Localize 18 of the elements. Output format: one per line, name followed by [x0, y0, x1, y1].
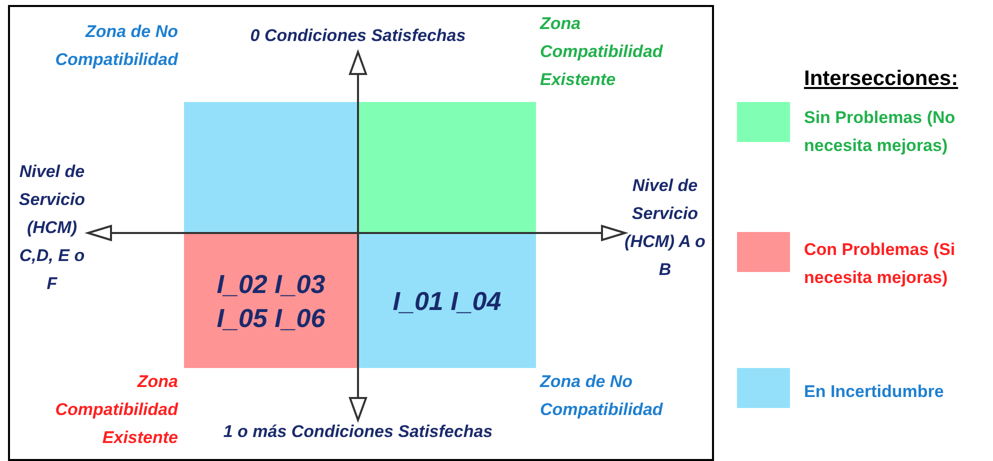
zone-label: Zona de No Compatibilidad	[540, 371, 664, 421]
axis-label: 1 o más Condiciones Satisfechas	[222, 421, 494, 443]
zone-label: Zona Compatibilidad Existente	[540, 13, 664, 91]
legend-text: En Incertidumbre	[804, 381, 945, 403]
legend-text: Con Problemas (Si necesita mejoras)	[804, 239, 956, 289]
legend-text: Sin Problemas (No necesita mejoras)	[804, 107, 956, 157]
quadrant-box	[184, 102, 358, 233]
axis-label: Nivel de Servicio (HCM) A o B	[624, 175, 706, 281]
quadrant-box	[358, 102, 536, 233]
quadrant-box	[358, 233, 536, 368]
intersection-ids: I_02 I_03 I_05 I_06	[216, 268, 326, 334]
zone-label: Zona de No Compatibilidad	[54, 21, 178, 71]
zone-label: Zona Compatibilidad Existente	[54, 371, 178, 449]
quadrant-box	[184, 233, 358, 368]
axis-label: Nivel de Servicio (HCM) C,D, E o F	[18, 161, 86, 295]
axis-label: 0 Condiciones Satisfechas	[249, 25, 467, 47]
legend-title: Intersecciones:	[804, 66, 960, 92]
intersection-ids: I_01 I_04	[392, 284, 502, 318]
